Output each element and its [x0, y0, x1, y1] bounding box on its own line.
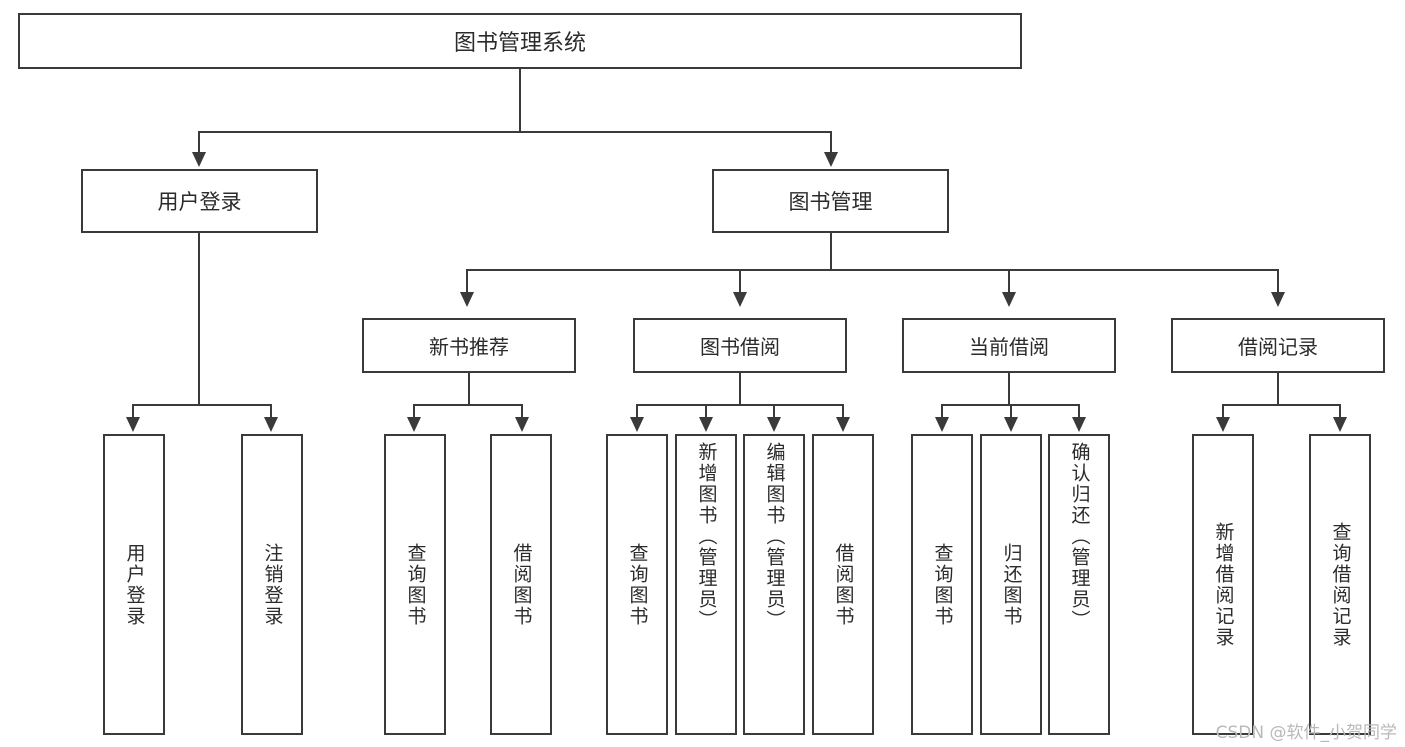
leaf-edit-book-admin[interactable]: 编辑图书（管理员）: [743, 434, 805, 735]
connector-user-login-drop-2: [270, 404, 272, 420]
arrowhead-user-login-1: [126, 417, 140, 432]
connector-level1-bus: [198, 131, 832, 133]
connector-current-borrow-bus: [941, 404, 1078, 406]
connector-user-login-stem: [198, 233, 200, 405]
arrowhead-current-borrow-3: [1072, 417, 1086, 432]
connector-new-book-drop-1: [413, 404, 415, 420]
node-book-management[interactable]: 图书管理: [712, 169, 949, 233]
connector-level2-drop-4: [1277, 269, 1279, 294]
leaf-add-book-admin[interactable]: 新增图书（管理员）: [675, 434, 737, 735]
leaf-logout[interactable]: 注销登录: [241, 434, 303, 735]
connector-current-borrow-drop-3: [1078, 404, 1080, 420]
leaf-query-books-recommendation[interactable]: 查询图书: [384, 434, 446, 735]
arrowhead-new-book-1: [407, 417, 421, 432]
connector-current-borrow-drop-2: [1010, 404, 1012, 420]
connector-level2-drop-1: [466, 269, 468, 294]
arrowhead-level2-1: [460, 292, 474, 307]
arrowhead-level1-2: [824, 152, 838, 167]
connector-user-login-bus: [132, 404, 272, 406]
connector-borrow-record-bus: [1222, 404, 1341, 406]
leaf-add-borrow-record[interactable]: 新增借阅记录: [1192, 434, 1254, 735]
arrowhead-user-login-2: [264, 417, 278, 432]
leaf-borrow-books-recommendation[interactable]: 借阅图书: [490, 434, 552, 735]
connector-level1-drop-2: [830, 131, 832, 157]
connector-new-book-bus: [413, 404, 523, 406]
leaf-query-books-borrowing[interactable]: 查询图书: [606, 434, 668, 735]
leaf-confirm-return-admin[interactable]: 确认归还（管理员）: [1048, 434, 1110, 735]
connector-current-borrow-drop-1: [941, 404, 943, 420]
leaf-user-login[interactable]: 用户登录: [103, 434, 165, 735]
leaf-return-books[interactable]: 归还图书: [980, 434, 1042, 735]
node-new-book-recommendation[interactable]: 新书推荐: [362, 318, 576, 373]
node-root-book-management-system[interactable]: 图书管理系统: [18, 13, 1022, 69]
connector-user-login-drop-1: [132, 404, 134, 420]
connector-root-stem: [519, 69, 521, 132]
connector-current-borrow-stem: [1008, 373, 1010, 405]
arrowhead-current-borrow-2: [1004, 417, 1018, 432]
arrowhead-book-borrow-3: [767, 417, 781, 432]
connector-level1-drop-1: [198, 131, 200, 157]
node-book-borrowing[interactable]: 图书借阅: [633, 318, 847, 373]
connector-level2-drop-3: [1008, 269, 1010, 294]
arrowhead-level2-3: [1002, 292, 1016, 307]
connector-book-borrow-stem: [739, 373, 741, 405]
connector-new-book-stem: [468, 373, 470, 405]
leaf-query-books-current[interactable]: 查询图书: [911, 434, 973, 735]
leaf-borrow-books-borrowing[interactable]: 借阅图书: [812, 434, 874, 735]
connector-level2-drop-2: [739, 269, 741, 294]
arrowhead-borrow-record-1: [1216, 417, 1230, 432]
arrowhead-level2-2: [733, 292, 747, 307]
watermark-text: CSDN @软件_小贺同学: [1215, 723, 1397, 743]
connector-book-borrow-bus: [636, 404, 843, 406]
connector-borrow-record-stem: [1277, 373, 1279, 405]
connector-book-borrow-drop-3: [773, 404, 775, 420]
connector-borrow-record-drop-2: [1339, 404, 1341, 420]
connector-book-borrow-drop-1: [636, 404, 638, 420]
node-user-login[interactable]: 用户登录: [81, 169, 318, 233]
leaf-query-borrow-record[interactable]: 查询借阅记录: [1309, 434, 1371, 735]
arrowhead-borrow-record-2: [1333, 417, 1347, 432]
arrowhead-level1-1: [192, 152, 206, 167]
arrowhead-book-borrow-4: [836, 417, 850, 432]
node-borrowing-records[interactable]: 借阅记录: [1171, 318, 1385, 373]
connector-book-borrow-drop-4: [842, 404, 844, 420]
node-current-borrowing[interactable]: 当前借阅: [902, 318, 1116, 373]
connector-level2-bus: [466, 269, 1278, 271]
arrowhead-new-book-2: [515, 417, 529, 432]
connector-book-borrow-drop-2: [705, 404, 707, 420]
arrowhead-book-borrow-1: [630, 417, 644, 432]
arrowhead-current-borrow-1: [935, 417, 949, 432]
arrowhead-level2-4: [1271, 292, 1285, 307]
arrowhead-book-borrow-2: [699, 417, 713, 432]
connector-borrow-record-drop-1: [1222, 404, 1224, 420]
connector-book-management-stem: [830, 233, 832, 270]
connector-new-book-drop-2: [521, 404, 523, 420]
